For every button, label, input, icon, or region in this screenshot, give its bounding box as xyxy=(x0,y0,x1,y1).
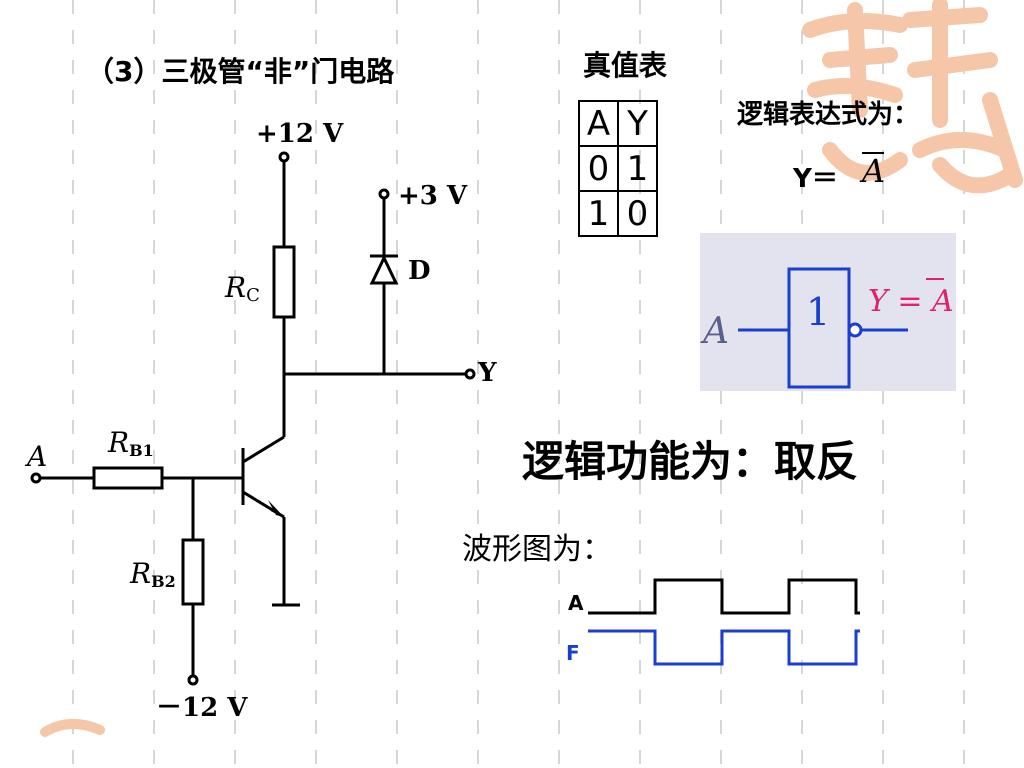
waveform-a-label: A xyxy=(568,591,584,615)
background-guide xyxy=(396,0,398,768)
gate-label: 1 xyxy=(806,290,830,334)
slide-title: （3）三极管“非”门电路 xyxy=(86,55,395,88)
expression-rhs: A xyxy=(862,152,886,190)
decorative-calligraphy-watermark xyxy=(802,0,1023,194)
background-guide xyxy=(315,0,317,768)
waveform-title: 波形图为： xyxy=(462,532,612,567)
rb1-label: RB1 xyxy=(107,426,154,460)
rb2-label: RB2 xyxy=(129,557,176,591)
background-guide xyxy=(234,0,236,768)
input-waveform-a xyxy=(588,578,860,615)
table-cell: 1 xyxy=(617,145,658,192)
input-a-label: A xyxy=(24,440,47,473)
table-row: A Y xyxy=(578,100,658,147)
table-row: 1 0 xyxy=(578,190,658,237)
not-gate-symbol-panel: A 1 Y = A xyxy=(700,233,956,391)
rc-label: RC xyxy=(224,271,260,306)
output-y-label: Y xyxy=(477,358,497,388)
vd-label: +3 V xyxy=(398,181,468,211)
expression-label: 逻辑表达式为： xyxy=(737,100,920,130)
table-cell: 1 xyxy=(578,190,619,237)
waveform-f-label: F xyxy=(566,641,580,665)
table-row: 0 1 xyxy=(578,145,658,192)
output-waveform-f xyxy=(588,629,860,666)
table-cell: 0 xyxy=(617,190,658,237)
table-header-cell: A xyxy=(578,100,619,147)
truth-table: A Y 0 1 1 0 xyxy=(578,100,658,237)
table-cell: 0 xyxy=(578,145,619,192)
truth-table-title: 真值表 xyxy=(583,49,668,82)
background-guide xyxy=(153,0,155,768)
negation-overbar xyxy=(862,152,884,154)
transistor-not-gate-circuit: +12 V +3 V D Y A RC RB1 RB2 －12 V xyxy=(24,119,497,723)
diode-label: D xyxy=(408,256,431,286)
vee-label: －12 V xyxy=(156,693,248,723)
gate-output-expression: Y = A xyxy=(868,284,954,319)
vcc-label: +12 V xyxy=(256,119,344,149)
table-header-cell: Y xyxy=(617,100,658,147)
waveform-diagram: A F xyxy=(566,578,860,666)
expression-lhs: Y＝ xyxy=(793,164,838,194)
decorative-corner-flourish xyxy=(40,719,105,737)
logic-function-text: 逻辑功能为：取反 xyxy=(522,437,859,486)
gate-input-label: A xyxy=(700,311,729,352)
background-guide xyxy=(477,0,479,768)
not-gate-symbol: A 1 Y = A xyxy=(700,267,954,389)
background-guide xyxy=(639,0,641,768)
background-guide xyxy=(558,0,560,768)
background-guide xyxy=(72,0,74,768)
background-guide xyxy=(963,0,965,768)
